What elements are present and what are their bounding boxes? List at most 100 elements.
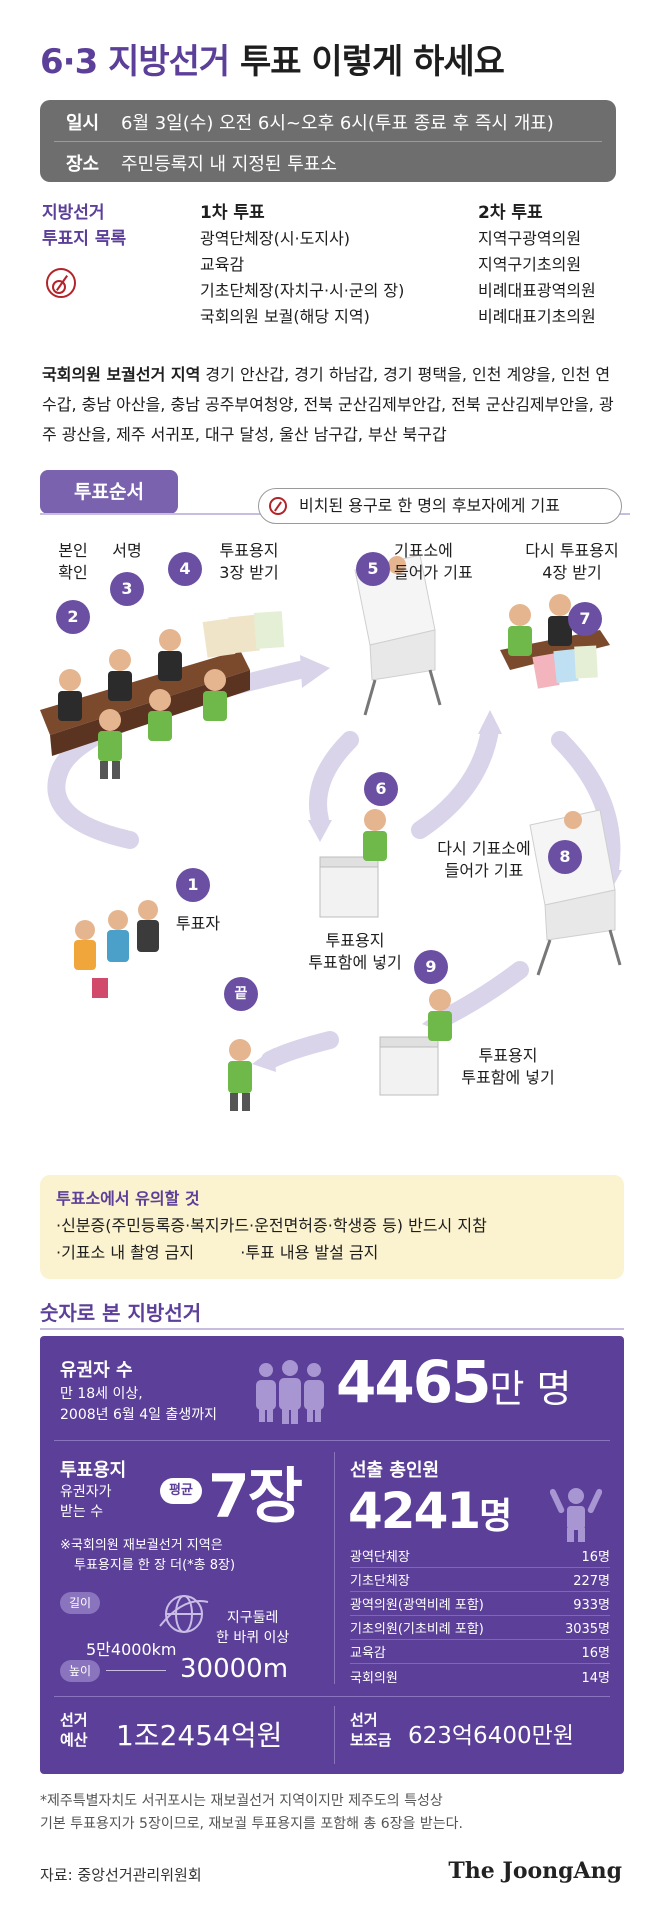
numbers-divider <box>40 1328 624 1330</box>
note-item: ·기표소 내 촬영 금지 <box>56 1243 195 1262</box>
budget-value: 1조2454억원 <box>116 1719 283 1752</box>
height-value: 30000m <box>180 1654 289 1684</box>
step-number-2: 2 <box>56 600 90 634</box>
procedure-illustration <box>40 554 622 1111</box>
cheering-person-icon <box>550 1488 602 1542</box>
procedure-scene: 1 투표자 2 본인 확인 3 서명 4 투표용지 3장 받기 5 기표소에 들… <box>0 520 658 1140</box>
marking-callout: 비치된 용구로 한 명의 후보자에게 기표 <box>258 488 622 524</box>
voters-value: 4465만 명 <box>336 1348 571 1416</box>
callout-text: 비치된 용구로 한 명의 후보자에게 기표 <box>299 496 560 515</box>
page-title: 6·3 지방선거 투표 이렇게 하세요 <box>40 34 505 83</box>
voters-unit: 만 명 <box>489 1367 572 1411</box>
step-label-8: 다시 기표소에 들어가 기표 <box>437 839 531 880</box>
voters-sub2: 2008년 6월 4일 출생까지 <box>60 1407 217 1423</box>
second-vote-title: 2차 투표 <box>478 203 543 223</box>
info-date-key: 일시 <box>66 113 100 134</box>
title-accent: 6·3 지방선거 <box>40 42 230 82</box>
info-divider <box>54 141 602 142</box>
second-table <box>500 594 610 689</box>
length-value: 5만4000km <box>86 1640 177 1659</box>
note-item: ·투표 내용 발설 금지 <box>240 1243 379 1262</box>
info-place-value: 주민등록지 내 지정된 투표소 <box>121 154 337 175</box>
elected-row: 기초의원(기초비례 포함)3035명 <box>350 1616 610 1640</box>
ballots-value: 7장 <box>208 1462 303 1532</box>
ballots-note2: 투표용지를 한 장 더(*총 8장) <box>74 1558 236 1573</box>
step-label-5: 기표소에 들어가 기표 <box>394 541 473 582</box>
elected-row-name: 광역단체장 <box>350 1550 410 1565</box>
info-date-value: 6월 3일(수) 오전 6시~오후 6시(투표 종료 후 즉시 개표) <box>121 113 554 134</box>
elected-row-value: 227명 <box>573 1574 610 1589</box>
voters-sub1: 만 18세 이상, <box>60 1386 143 1402</box>
step-number-1: 1 <box>176 868 210 902</box>
elected-row-name: 교육감 <box>350 1646 386 1661</box>
ballots-note: ※국회의원 재보궐선거 지역은 투표용지를 한 장 더(*총 8장) <box>60 1536 235 1576</box>
elected-row: 광역단체장 16명 <box>350 1544 610 1568</box>
stamp-icon <box>269 497 287 515</box>
panel-divider <box>54 1440 610 1441</box>
elected-unit: 명 <box>479 1496 513 1537</box>
height-line <box>106 1670 166 1671</box>
ballot-heading-line2: 투표지 목록 <box>42 229 127 249</box>
byelection-regions: 국회의원 보궐선거 지역 경기 안산갑, 경기 하남갑, 경기 평택을, 인천 … <box>42 360 622 450</box>
panel-divider-bottom <box>54 1696 610 1697</box>
info-date-row: 일시 6월 3일(수) 오전 6시~오후 6시(투표 종료 후 즉시 개표) <box>66 109 554 135</box>
length-badge: 길이 <box>60 1592 100 1614</box>
step-number-8: 8 <box>548 840 582 874</box>
elected-row-value: 16명 <box>581 1646 610 1661</box>
elected-row-value: 933명 <box>573 1598 610 1613</box>
voters-sub: 만 18세 이상, 2008년 6월 4일 출생까지 <box>60 1384 217 1426</box>
voter-figure <box>98 669 227 779</box>
footnote-line2: 기본 투표용지가 5장이므로, 재보궐 투표용지를 포함해 총 6장을 받는다. <box>40 1816 463 1832</box>
second-vote-item: 비례대표광역의원 <box>478 281 596 300</box>
notes-heading: 투표소에서 유의할 것 <box>56 1189 200 1208</box>
globe-icon <box>159 1595 209 1633</box>
procedure-label: 투표순서 <box>40 470 178 514</box>
ballot-box-second <box>379 989 452 1096</box>
elected-row-value: 16명 <box>581 1550 610 1565</box>
numbers-panel: 유권자 수 만 18세 이상, 2008년 6월 4일 출생까지 4465만 명… <box>40 1336 624 1774</box>
earth-text: 지구둘레 한 바퀴 이상 <box>216 1608 289 1648</box>
voters-number: 4465 <box>336 1348 491 1416</box>
step-label-6: 투표용지 투표함에 넣기 <box>308 931 402 972</box>
budget-label: 선거 예산 <box>60 1710 88 1750</box>
elected-row: 교육감 16명 <box>350 1640 610 1664</box>
second-vote-item: 지역구광역의원 <box>478 229 582 248</box>
panel-divider-bottom-vertical <box>334 1706 335 1764</box>
voters-people-icon <box>256 1360 324 1424</box>
elected-total: 4241명 <box>348 1482 512 1540</box>
step-label-9: 투표용지 투표함에 넣기 <box>461 1046 555 1087</box>
end-figure <box>228 1039 252 1111</box>
step-number-4: 4 <box>168 552 202 586</box>
subsidy-label: 선거 보조금 <box>350 1710 391 1750</box>
second-vote-item: 비례대표기초의원 <box>478 307 596 326</box>
ballot-box <box>319 809 387 918</box>
average-badge: 평균 <box>160 1478 202 1504</box>
step-number-7: 7 <box>568 602 602 636</box>
ballot-heading-line1: 지방선거 <box>42 203 105 223</box>
step-number-end: 끝 <box>224 977 258 1011</box>
voters-label: 유권자 수 <box>60 1360 133 1381</box>
first-vote-item: 국회의원 보궐(해당 지역) <box>200 307 370 326</box>
elected-row-name: 광역의원(광역비례 포함) <box>350 1598 484 1613</box>
height-badge: 높이 <box>60 1660 100 1682</box>
elected-label: 선출 총인원 <box>350 1460 440 1481</box>
footnote: *제주특별자치도 서귀포시는 재보궐선거 지역이지만 제주도의 특성상 기본 투… <box>40 1790 630 1836</box>
ballots-note1: ※국회의원 재보궐선거 지역은 <box>60 1538 223 1553</box>
step-number-6: 6 <box>364 772 398 806</box>
note-item: ·신분증(주민등록증·복지카드·운전면허증·학생증 등) 반드시 지참 <box>56 1216 487 1235</box>
first-vote-item: 교육감 <box>200 255 245 274</box>
elected-row-name: 기초의원(기초비례 포함) <box>350 1622 484 1637</box>
first-vote-item: 광역단체장(시·도지사) <box>200 229 351 248</box>
first-vote-title: 1차 투표 <box>200 203 265 223</box>
source-credit: 자료: 중앙선거관리위원회 <box>40 1866 202 1884</box>
ballots-sub2: 받는 수 <box>60 1504 104 1520</box>
panel-divider-vertical <box>334 1452 335 1684</box>
budget-label1: 선거 <box>60 1711 88 1729</box>
ballot-list-heading: 지방선거 투표지 목록 <box>42 200 126 252</box>
step-label-7: 다시 투표용지 4장 받기 <box>525 541 619 582</box>
polling-notes: 투표소에서 유의할 것 ·신분증(주민등록증·복지카드·운전면허증·학생증 등)… <box>40 1175 624 1279</box>
